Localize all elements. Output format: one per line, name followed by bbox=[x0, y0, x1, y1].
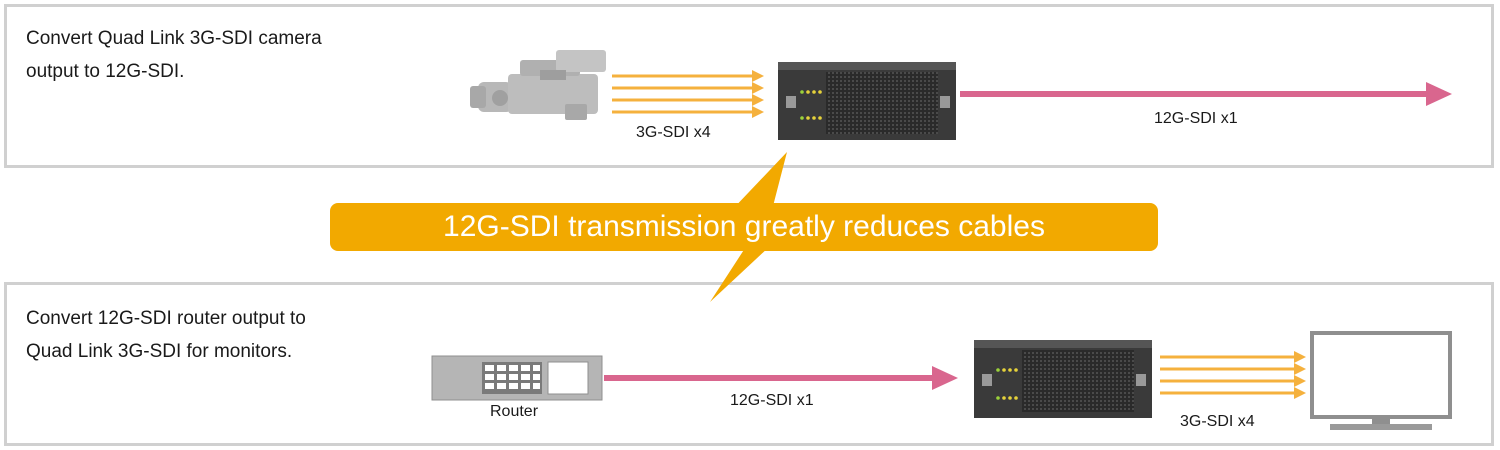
bottom-output-label: 3G-SDI x4 bbox=[1180, 413, 1255, 430]
router-icon bbox=[431, 355, 603, 401]
top-output-arrow bbox=[960, 82, 1452, 106]
top-description-line1: Convert Quad Link 3G-SDI camera bbox=[26, 28, 322, 49]
top-panel bbox=[4, 4, 1494, 168]
camera-icon bbox=[470, 50, 606, 120]
converter-icon bbox=[974, 340, 1152, 418]
bottom-description-line2: Quad Link 3G-SDI for monitors. bbox=[26, 341, 293, 362]
bottom-description-line1: Convert 12G-SDI router output to bbox=[26, 308, 306, 329]
bottom-output-arrows bbox=[1160, 351, 1306, 399]
top-input-arrows bbox=[612, 70, 764, 118]
banner: 12G-SDI transmission greatly reduces cab… bbox=[330, 203, 1158, 251]
bottom-description: Convert 12G-SDI router output to Quad Li… bbox=[26, 302, 446, 368]
router-label: Router bbox=[490, 403, 539, 420]
bottom-input-arrow bbox=[604, 366, 958, 390]
top-description-line2: output to 12G-SDI. bbox=[26, 61, 185, 82]
bottom-input-label: 12G-SDI x1 bbox=[730, 392, 814, 409]
top-input-label: 3G-SDI x4 bbox=[636, 124, 711, 141]
converter-icon bbox=[778, 62, 956, 140]
monitor-icon bbox=[1310, 331, 1452, 430]
bottom-panel bbox=[4, 282, 1494, 446]
top-description: Convert Quad Link 3G-SDI camera output t… bbox=[26, 22, 446, 88]
top-output-label: 12G-SDI x1 bbox=[1154, 110, 1238, 127]
